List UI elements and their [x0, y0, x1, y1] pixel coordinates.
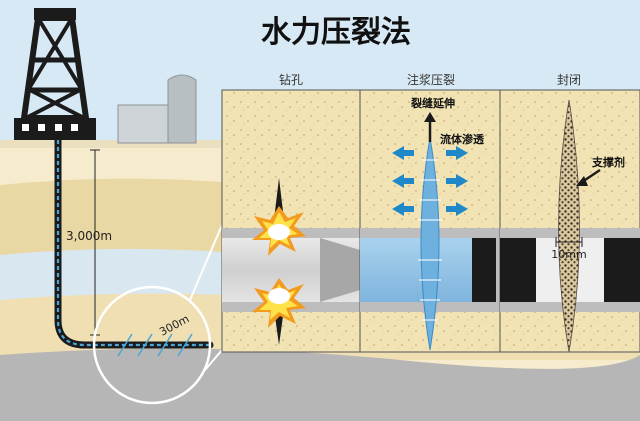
proppant-label: 支撑剂 [591, 155, 625, 169]
panel-label-grouting: 注浆压裂 [407, 72, 455, 87]
fluid-seepage-label: 流体渗透 [440, 132, 485, 146]
panel-grouting: 裂缝延伸 流体渗透 [359, 89, 501, 353]
plug-right [604, 238, 640, 302]
magnifier-circle [92, 285, 212, 405]
well-bore [54, 136, 214, 349]
zoom-line-top [189, 224, 223, 301]
plug [472, 238, 496, 302]
fracture-spindle [420, 137, 440, 351]
seepage-arrows-left-icon [392, 146, 414, 216]
width-label: 10mm [551, 248, 586, 261]
fluid-fill [360, 238, 472, 302]
storage-tank [167, 74, 197, 144]
proppant-fracture [558, 99, 580, 353]
surface-line [0, 140, 225, 148]
crack-extension-label: 裂缝延伸 [410, 96, 455, 110]
panel-label-drilling: 钻孔 [279, 72, 303, 87]
panel-label-sealing: 封闭 [557, 73, 581, 87]
fracture-ticks [117, 333, 193, 357]
seepage-arrows-right-icon [446, 146, 468, 216]
panel-sealing: 10mm 支撑剂 [499, 89, 640, 353]
derrick-icon [14, 8, 96, 140]
zoom-line-bottom [204, 349, 223, 371]
panel-drilling [221, 89, 361, 353]
depth-label: 3,000m [66, 229, 112, 243]
plug-left [500, 238, 536, 302]
storage-building [117, 104, 169, 144]
page-title: 水力压裂法 [261, 15, 411, 50]
